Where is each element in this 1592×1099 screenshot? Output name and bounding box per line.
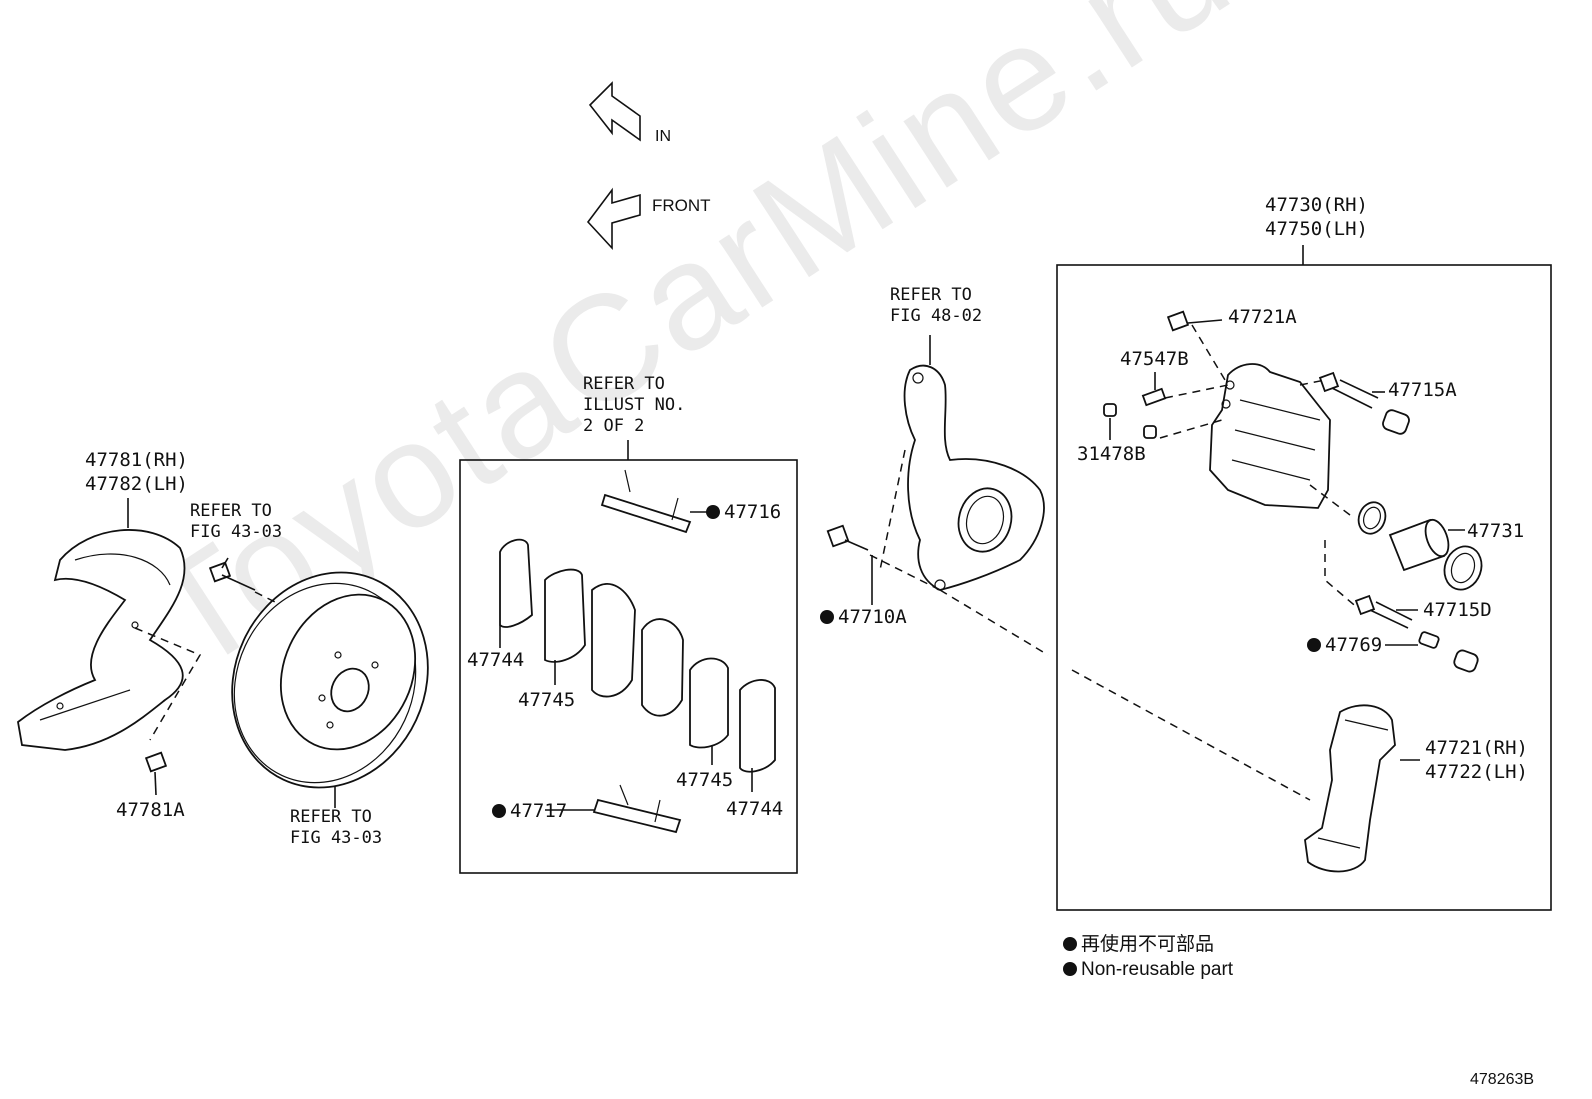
- slide-pin-a-drawing: [1318, 371, 1410, 435]
- disc-rotor-drawing: [231, 571, 429, 808]
- steering-knuckle-drawing: [903, 335, 1045, 591]
- part-47721a-label: 47721A: [1228, 306, 1297, 328]
- refer-48-02-line1: REFER TO: [890, 285, 972, 305]
- mounting-rh-label: 47721(RH): [1425, 737, 1528, 759]
- caliper-assembly-box: [1056, 264, 1552, 911]
- anti-squeal-clip-bottom: [592, 784, 682, 834]
- legend-line-en: Non-reusable part: [1063, 958, 1233, 982]
- part-47716-label: 47716: [706, 500, 781, 524]
- piston-seal-drawing: [1357, 501, 1387, 535]
- refer-illust-line1: REFER TO: [583, 374, 665, 394]
- bolt-47721a-drawing: [1166, 310, 1223, 332]
- knuckle-bolt-drawing: [826, 524, 873, 605]
- part-31478b-label: 31478B: [1077, 443, 1146, 465]
- refer-43-03-top-line1: REFER TO: [190, 501, 272, 521]
- legend-dot-icon: [1063, 962, 1077, 976]
- piston-drawing: [1388, 518, 1465, 572]
- shield-bolt-drawing: [144, 751, 168, 796]
- assembly-lh-label: 47750(LH): [1265, 218, 1368, 240]
- non-reusable-dot-icon: [1307, 638, 1321, 652]
- refer-43-03-bottom-line1: REFER TO: [290, 807, 372, 827]
- shield-lh-label: 47782(LH): [85, 473, 188, 495]
- part-47769-label: 47769: [1307, 633, 1382, 657]
- refer-43-03-top-line2: FIG 43-03: [190, 522, 283, 542]
- slide-pin-d-drawing: [1354, 594, 1418, 629]
- bushing-drawing: [1385, 631, 1479, 673]
- in-label: IN: [655, 128, 671, 145]
- bleeder-cap-drawing: [1103, 403, 1157, 440]
- dust-shield-drawing: [17, 498, 186, 751]
- shield-bolt-label: 47781A: [116, 799, 185, 821]
- anti-squeal-clip-top: [600, 469, 692, 534]
- part-47744-right-label: 47744: [726, 798, 784, 820]
- front-arrow-icon: [586, 187, 641, 251]
- non-reusable-dot-icon: [706, 505, 720, 519]
- non-reusable-dot-icon: [820, 610, 834, 624]
- caliper-body-drawing: [1209, 363, 1331, 509]
- part-47745-left-label: 47745: [518, 689, 576, 711]
- non-reusable-dot-icon: [492, 804, 506, 818]
- front-label: FRONT: [652, 196, 711, 215]
- refer-illust-line2: ILLUST NO.: [583, 395, 686, 415]
- caliper-mounting-drawing: [1304, 704, 1420, 873]
- part-47710a-label: 47710A: [820, 605, 907, 629]
- legend-dot-icon: [1063, 937, 1077, 951]
- shield-rh-label: 47781(RH): [85, 449, 188, 471]
- in-arrow-icon: [588, 81, 641, 142]
- brake-pads-drawing: [499, 538, 776, 792]
- part-47745-right-label: 47745: [676, 769, 734, 791]
- figure-id: 478263B: [1470, 1071, 1535, 1088]
- refer-43-03-bottom-line2: FIG 43-03: [290, 828, 383, 848]
- assembly-rh-label: 47730(RH): [1265, 194, 1368, 216]
- piston-boot-drawing: [1443, 545, 1483, 591]
- part-47715d-label: 47715D: [1423, 599, 1492, 621]
- hub-bolt-drawing: [208, 557, 256, 591]
- refer-illust-line3: 2 OF 2: [583, 416, 645, 436]
- mounting-lh-label: 47722(LH): [1425, 761, 1528, 783]
- part-47547b-label: 47547B: [1120, 348, 1189, 370]
- legend-line-ja: 再使用不可部品: [1063, 933, 1214, 957]
- part-47715a-label: 47715A: [1388, 379, 1457, 401]
- bleeder-plug-drawing: [1141, 372, 1167, 407]
- refer-48-02-line2: FIG 48-02: [890, 306, 983, 326]
- part-47731-label: 47731: [1467, 520, 1525, 542]
- part-47717-label: 47717: [492, 799, 567, 823]
- part-47744-left-label: 47744: [467, 649, 525, 671]
